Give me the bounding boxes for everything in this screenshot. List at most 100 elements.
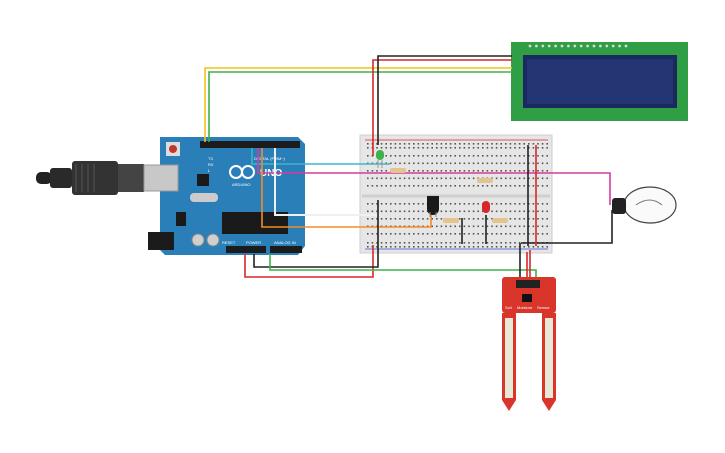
breadboard-hole (468, 177, 470, 180)
breadboard-hole (385, 185, 387, 187)
lcd-pin (547, 44, 551, 48)
breadboard-hole (514, 155, 516, 157)
breadboard-hole (390, 185, 392, 187)
breadboard-hole (454, 185, 456, 187)
breadboard-hole (376, 242, 378, 244)
breadboard-hole (482, 170, 484, 172)
lcd-pin (605, 44, 609, 48)
lcd-pin (541, 44, 545, 48)
breadboard-hole (426, 170, 429, 172)
breadboard-hole (371, 218, 374, 220)
breadboard-hole (518, 147, 521, 149)
breadboard-hole (454, 233, 456, 235)
breadboard-hole (505, 225, 507, 228)
breadboard-hole (495, 233, 498, 235)
breadboard-hole (426, 162, 429, 165)
sensor-label-sensor: Sensor (537, 305, 550, 310)
breadboard-hole (376, 233, 378, 235)
breadboard-hole (472, 242, 475, 244)
breadboard-hole (371, 203, 374, 205)
analog-label: ANALOG IN (274, 240, 296, 245)
breadboard-hole (422, 185, 424, 187)
breadboard-hole (514, 242, 516, 244)
breadboard-hole (408, 210, 410, 213)
breadboard-hole (445, 203, 447, 205)
breadboard-hole (537, 246, 539, 248)
breadboard-hole (431, 242, 433, 244)
breadboard-hole (445, 177, 447, 180)
breadboard-hole (532, 210, 535, 213)
breadboard-hole (514, 233, 516, 235)
breadboard-hole (426, 177, 429, 180)
breadboard-hole (454, 225, 456, 228)
breadboard-hole (413, 177, 415, 180)
breadboard-hole (459, 162, 461, 165)
breadboard-hole (367, 233, 369, 235)
breadboard-hole (472, 203, 475, 205)
breadboard-hole (537, 218, 539, 220)
breadboard-hole (380, 203, 383, 205)
breadboard-hole (482, 147, 484, 149)
breadboard-hole (422, 170, 424, 172)
breadboard-hole (431, 218, 433, 220)
wire-green-sensor (269, 254, 537, 282)
breadboard-hole (399, 147, 401, 149)
breadboard-hole (431, 155, 433, 157)
power-jack (148, 232, 174, 250)
breadboard-hole (385, 210, 387, 213)
breadboard-hole (463, 210, 466, 213)
breadboard-hole (445, 147, 447, 149)
breadboard-hole (385, 143, 387, 145)
breadboard-hole (417, 155, 420, 157)
breadboard-hole (532, 185, 535, 187)
breadboard-hole (537, 162, 539, 165)
breadboard-hole (403, 177, 406, 180)
lcd-pin (611, 44, 615, 48)
breadboard-hole (486, 225, 489, 228)
breadboard-hole (486, 246, 489, 248)
breadboard-hole (403, 155, 406, 157)
breadboard-hole (413, 210, 415, 213)
breadboard-hole (505, 162, 507, 165)
breadboard-hole (463, 246, 466, 248)
breadboard-hole (426, 242, 429, 244)
breadboard-hole (468, 147, 470, 149)
breadboard-hole (394, 210, 397, 213)
transistor-icon (427, 196, 439, 217)
breadboard-hole (440, 143, 443, 145)
breadboard-hole (454, 143, 456, 145)
breadboard-hole (454, 203, 456, 205)
breadboard-hole (518, 210, 521, 213)
breadboard-hole (472, 155, 475, 157)
breadboard-hole (394, 233, 397, 235)
breadboard-hole (477, 210, 479, 213)
breadboard-hole (537, 170, 539, 172)
breadboard-hole (431, 170, 433, 172)
breadboard-hole (518, 233, 521, 235)
breadboard-hole (495, 185, 498, 187)
breadboard-hole (413, 143, 415, 145)
breadboard-hole (541, 147, 544, 149)
breadboard-hole (477, 246, 479, 248)
breadboard-hole (408, 218, 410, 220)
breadboard-hole (509, 210, 512, 213)
breadboard-hole (518, 143, 521, 145)
breadboard-hole (491, 246, 493, 248)
breadboard-hole (500, 155, 502, 157)
breadboard-hole (482, 185, 484, 187)
breadboard-hole (495, 210, 498, 213)
breadboard-hole (505, 242, 507, 244)
breadboard-hole (422, 143, 424, 145)
breadboard-hole (532, 177, 535, 180)
breadboard-hole (546, 143, 548, 145)
breadboard-hole (431, 177, 433, 180)
lcd-pin (624, 44, 628, 48)
breadboard-hole (491, 162, 493, 165)
breadboard-hole (449, 246, 452, 248)
breadboard-hole (390, 210, 392, 213)
breadboard-hole (546, 177, 548, 180)
breadboard-hole (463, 143, 466, 145)
breadboard-hole (541, 203, 544, 205)
breadboard-hole (417, 210, 420, 213)
breadboard-hole (436, 246, 438, 248)
